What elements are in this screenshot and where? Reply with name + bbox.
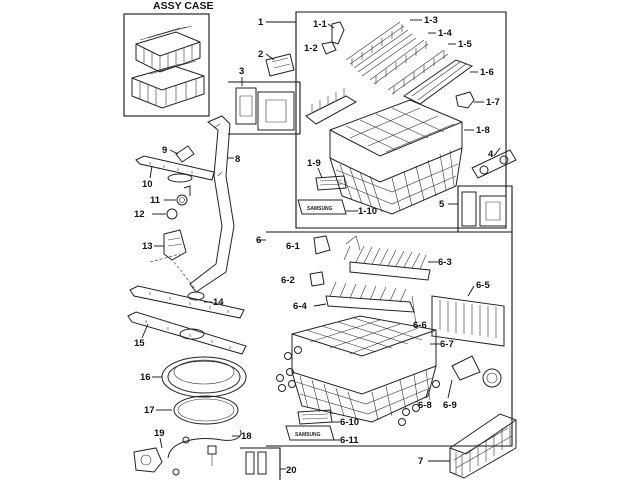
part-1-10-label: SAMSUNG 1-10 [297, 199, 377, 217]
callout-8: 8 [235, 154, 240, 165]
upper-rack-group: 1 1-1 1-2 1-3 1-4 [258, 11, 507, 229]
part-1-6-shelf: 1-6 [403, 59, 494, 105]
callout-6-1: 6-1 [286, 241, 300, 252]
part-12-ring: 12 [134, 208, 178, 220]
callout-6-2: 6-2 [281, 275, 295, 286]
callout-9: 9 [162, 145, 167, 156]
part-7-cutlery-basket: 7 [418, 413, 517, 479]
callout-1-8: 1-8 [476, 125, 490, 136]
part-6-7-lower-rack: 6-7 [291, 315, 454, 423]
part-17-gasket: 17 [144, 395, 239, 425]
callout-1-2: 1-2 [304, 43, 318, 54]
callout-1: 1 [258, 17, 264, 28]
part-6-11-label-text: SAMSUNG [295, 432, 321, 438]
callout-6-11: 6-11 [340, 435, 359, 446]
part-19-sensor: 19 [133, 428, 180, 476]
part-6-4-tines: 6-4 [293, 281, 415, 313]
part-9-nozzle: 9 [162, 145, 195, 163]
callout-1-9: 1-9 [307, 158, 321, 169]
callout-15: 15 [134, 338, 145, 349]
assy-case-illustration [131, 25, 205, 109]
part-8-supply-pipe: 8 [189, 115, 240, 293]
group-5-frame [457, 185, 513, 233]
callout-6-4: 6-4 [293, 301, 307, 312]
part-10-upper-spray-arm: 10 [135, 155, 215, 190]
part-1-4-tines: 1-4 [369, 28, 452, 85]
group-3-frame [228, 81, 301, 135]
part-5-rail-adjuster: 5 [439, 185, 513, 233]
callout-18: 18 [241, 431, 252, 442]
callout-1-4: 1-4 [438, 28, 452, 39]
part-1-2: 1-2 [304, 41, 337, 55]
callout-10: 10 [142, 179, 153, 190]
callout-1-10: 1-10 [358, 206, 377, 217]
callout-6-9: 6-9 [443, 400, 457, 411]
callout-1-3: 1-3 [424, 15, 438, 26]
assy-case-frame [123, 13, 210, 117]
part-15-lower-spray-arm: 15 [127, 311, 247, 355]
part-1-7-clip: 1-7 [455, 91, 500, 109]
callout-7: 7 [418, 456, 423, 467]
part-3-rail-set: 3 [228, 66, 301, 135]
callout-12: 12 [134, 209, 145, 220]
part-14-hub: 14 [187, 291, 224, 308]
callout-6-10: 6-10 [340, 417, 359, 428]
part-6-1-clip: 6-1 [286, 235, 331, 255]
part-1-8-upper-rack: 1-8 [329, 99, 490, 215]
callout-13: 13 [142, 241, 153, 252]
part-6-9-wheel-assy: 6-9 [443, 355, 502, 411]
callout-1-7: 1-7 [486, 97, 500, 108]
callout-1-5: 1-5 [458, 39, 472, 50]
part-6-5-tines: 6-5 [431, 280, 505, 347]
part-18-wire-harness: 18 [167, 429, 252, 466]
part-6-2-clip: 6-2 [281, 271, 325, 287]
part-wheels [276, 346, 440, 426]
callout-20: 20 [286, 465, 297, 476]
part-16-filter-ring: 16 [140, 356, 247, 398]
group-6-frame [266, 231, 513, 447]
callout-6-6: 6-6 [413, 320, 427, 331]
callout-3: 3 [239, 66, 244, 77]
part-lower-spray-arm-top [129, 285, 245, 319]
callout-6: 6 [256, 235, 261, 246]
callout-4: 4 [488, 149, 494, 160]
part-1-1: 1-1 [313, 19, 345, 45]
callout-11: 11 [150, 195, 161, 206]
part-20-fasteners: 20 [240, 447, 297, 480]
callout-6-3: 6-3 [438, 257, 452, 268]
callout-5: 5 [439, 199, 445, 210]
part-6-10-handle: 6-10 [297, 409, 359, 428]
part-1-3-tines: 1-3 [345, 15, 438, 77]
part-6-8-wheel: 6-8 [418, 389, 432, 411]
part-4-roller: 4 [471, 147, 517, 179]
part-1-10-label-text: SAMSUNG [307, 206, 333, 212]
callout-6-7: 6-7 [440, 339, 454, 350]
part-6-3-tines: 6-3 [343, 235, 452, 281]
group-1-frame [295, 11, 507, 229]
callout-6-5: 6-5 [476, 280, 490, 291]
part-1-9-handle: 1-9 [307, 158, 347, 191]
callout-1-1: 1-1 [313, 19, 327, 30]
assy-case-inset: ASSY CASE [123, 0, 214, 117]
callout-17: 17 [144, 405, 155, 416]
callout-6-8: 6-8 [418, 400, 432, 411]
lower-rack-group: 6 6-1 6-2 6-3 6-4 6-5 [256, 231, 513, 447]
part-6-11-label: SAMSUNG 6-11 [285, 425, 359, 446]
callout-16: 16 [140, 372, 151, 383]
callout-19: 19 [154, 428, 165, 439]
callout-1-6: 1-6 [480, 67, 494, 78]
callout-14: 14 [213, 297, 224, 308]
part-11-connector: 11 [150, 185, 191, 206]
part-small-tines [305, 88, 358, 125]
part-6-6-tine: 6-6 [411, 295, 427, 331]
assy-case-caption: ASSY CASE [153, 0, 214, 12]
part-1-5-tines: 1-5 [387, 39, 472, 95]
part-2-bracket: 2 [258, 49, 295, 77]
callout-2: 2 [258, 49, 263, 60]
part-13-bracket: 13 [142, 229, 197, 291]
